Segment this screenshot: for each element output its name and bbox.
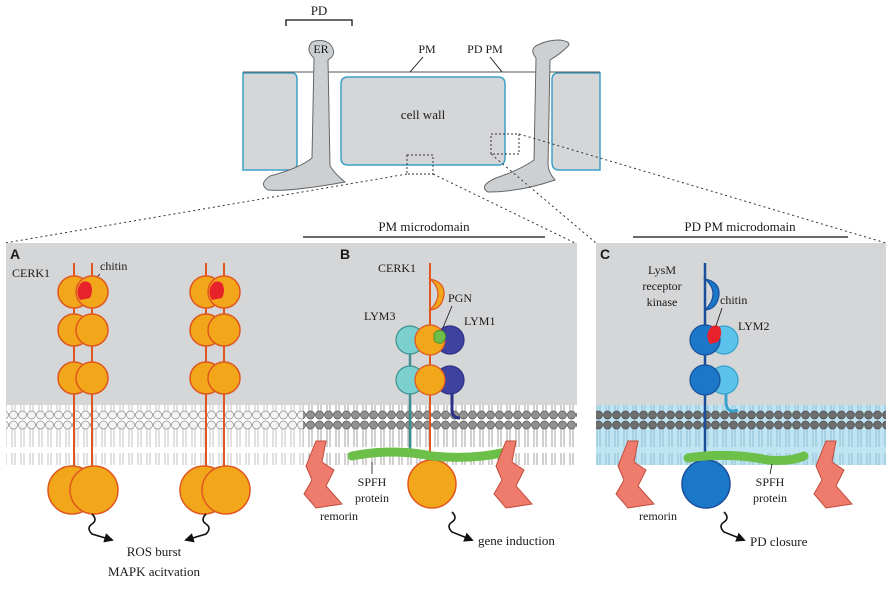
kinase-domain	[69, 465, 119, 515]
overview-section: PD cell wall ER PM PD PM	[4, 3, 887, 244]
panel-c-spfh-label-1: SPFH	[756, 475, 785, 489]
lysm-rk-label-1: LysM	[648, 263, 676, 277]
pd-pm-leader	[489, 56, 503, 73]
signal-arrow-a1	[88, 513, 114, 543]
cell-wall-block-right	[551, 72, 601, 171]
zoom-box-pm	[406, 154, 434, 175]
projection-line-1	[4, 173, 408, 244]
panel-c-letter: C	[600, 246, 610, 262]
lysm-rk-label-3: kinase	[647, 295, 678, 309]
remorin-c-right	[813, 440, 853, 509]
panel-b-spfh-label-1: SPFH	[358, 475, 387, 489]
remorin-c-left	[615, 440, 655, 509]
panel-b-spfh-label-2: protein	[355, 491, 389, 505]
cell-wall-block-left	[242, 72, 298, 171]
cell-wall: cell wall	[242, 72, 601, 171]
remorin-b-right	[493, 440, 533, 509]
panel-b-pgn-leader	[441, 305, 453, 331]
signal-arrow-b	[448, 511, 474, 542]
panel-a-letter: A	[10, 246, 20, 262]
panel-c-chitin-leader	[715, 307, 723, 327]
pd-channel-left	[263, 39, 347, 191]
signal-arrow-c	[720, 511, 746, 542]
panel-b-cerk1-receptor[interactable]	[407, 263, 457, 509]
kinase-domain	[407, 459, 457, 509]
projection-line-4	[518, 133, 887, 244]
cell-wall-block-center	[340, 76, 506, 166]
ros-burst-label: ROS burst	[127, 544, 182, 559]
panel-c-spfh-leader	[769, 463, 773, 475]
panel-c-spfh-protein	[683, 450, 809, 465]
apoplast-right	[596, 243, 886, 405]
panel-b-spfh-protein	[347, 447, 511, 462]
signal-arrow-a2	[184, 513, 210, 543]
pd-closure-label: PD closure	[750, 534, 808, 549]
panel-a: A CERK1 chitin	[10, 246, 251, 579]
mapk-activation-label: MAPK acitvation	[108, 564, 201, 579]
lysm-domain	[75, 361, 109, 395]
panel-b-cerk1-label: CERK1	[378, 261, 416, 275]
pd-label: PD	[311, 3, 328, 18]
projection-line-2	[432, 173, 576, 244]
panel-b-pgn-label: PGN	[448, 291, 472, 305]
lym2-label: LYM2	[738, 319, 769, 333]
panel-a-cerk1-label: CERK1	[12, 266, 50, 280]
panel-c-remorin-label: remorin	[639, 509, 677, 523]
lysm-domain	[207, 361, 241, 395]
pm-microdomain-label: PM microdomain	[378, 219, 470, 234]
chitin-ligand	[77, 281, 92, 300]
panel-b-lym1-label: LYM1	[464, 314, 495, 328]
panel-a-chitin-label: chitin	[100, 259, 127, 273]
panel-c-spfh-label-2: protein	[753, 491, 787, 505]
lysm-domain	[75, 313, 109, 347]
panel-c-chitin-label: chitin	[720, 293, 747, 307]
panel-c-chitin-ligand	[707, 325, 722, 344]
gene-induction-label: gene induction	[478, 533, 555, 548]
er-label: ER	[313, 42, 328, 56]
pd-pm-microdomain-label: PD PM microdomain	[684, 219, 796, 234]
cerk1-dimer-2[interactable]	[179, 263, 251, 515]
lysm-rk-label-2: receptor	[642, 279, 681, 293]
cerk1-dimer-1[interactable]	[47, 263, 119, 515]
zoom-box-pd-pm	[490, 133, 520, 155]
kinase-domain	[681, 459, 731, 509]
pm-leader	[409, 56, 424, 73]
panel-b-lym3-label: LYM3	[364, 309, 395, 323]
pd-channel-right	[483, 39, 570, 193]
remorin-b-left	[303, 440, 343, 509]
kinase-domain	[201, 465, 251, 515]
cell-wall-label: cell wall	[401, 107, 446, 122]
pd-bracket	[285, 19, 353, 26]
pd-pm-label: PD PM	[467, 42, 503, 56]
lysm-domain	[207, 313, 241, 347]
panel-c: C LysM receptor kinase chitin LYM2 SPFH …	[600, 246, 853, 549]
lysm-receptor-kinase[interactable]	[681, 263, 731, 509]
pm-label: PM	[418, 42, 436, 56]
panel-b-remorin-label: remorin	[320, 509, 358, 523]
panel-b: B CERK1 PGN LYM3 LYM1 SPFH	[303, 246, 555, 548]
chitin-ligand	[209, 281, 224, 300]
panel-b-letter: B	[340, 246, 350, 262]
pgn-ligand	[433, 330, 446, 344]
